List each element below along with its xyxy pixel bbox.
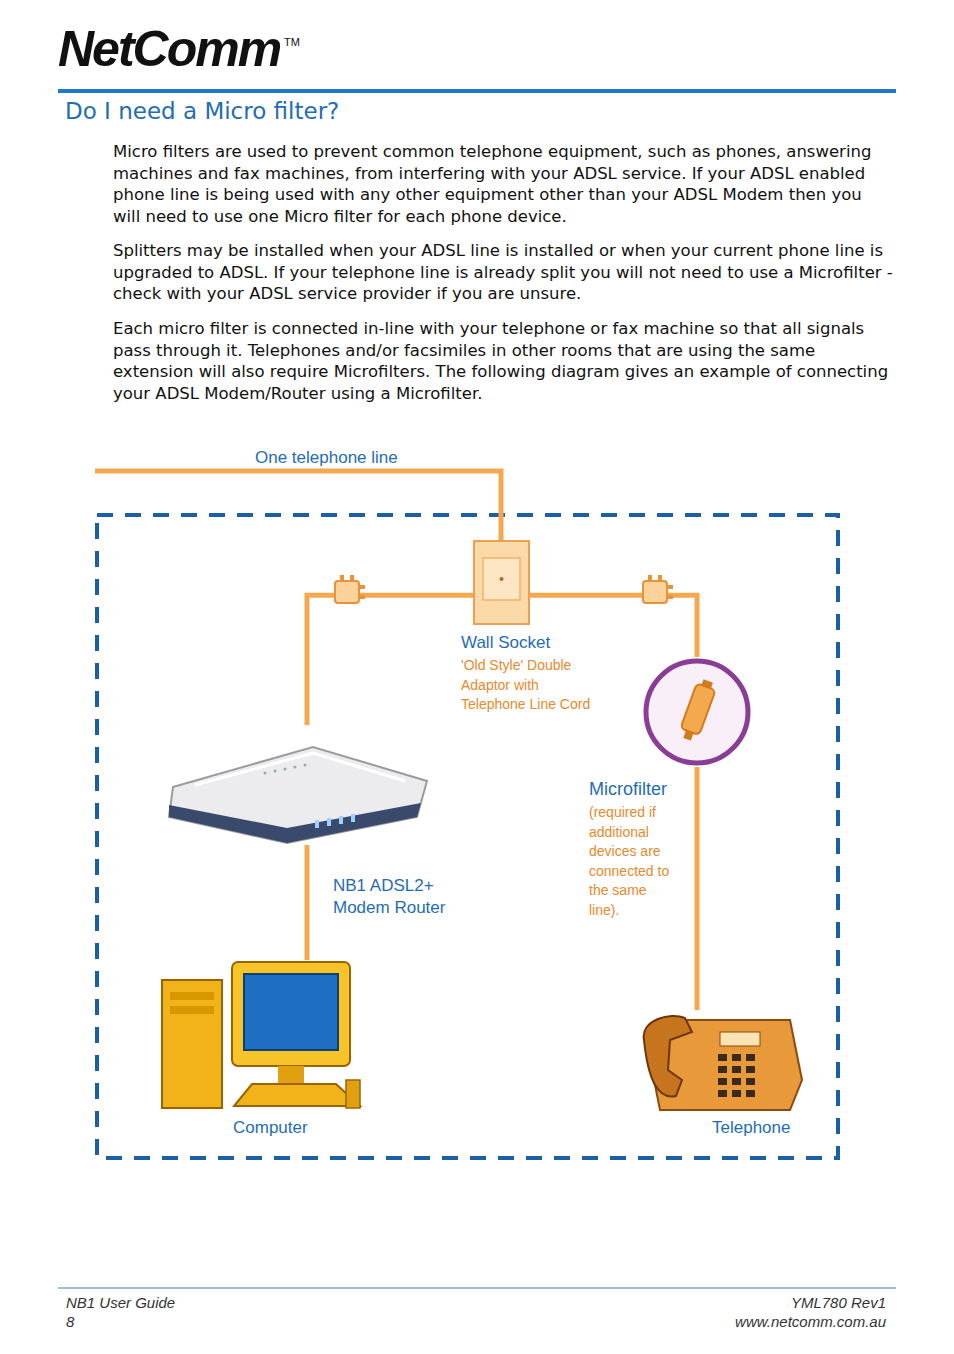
wall-socket: Wall Socket'Old Style' Double Adaptor wi… <box>473 540 530 625</box>
telephone: Telephone <box>640 1010 805 1112</box>
brand-logo: NetComm <box>58 20 280 78</box>
body-paragraph: Each micro filter is connected in-line w… <box>113 318 893 404</box>
node-note: 'Old Style' Double Adaptor with Telephon… <box>461 656 599 715</box>
telephone-picture <box>640 1010 805 1112</box>
computer-picture <box>160 960 365 1112</box>
microfilter-callout: Microfilter(required if additional devic… <box>642 657 752 767</box>
body-paragraph: Splitters may be installed when your ADS… <box>113 240 893 305</box>
modem-router: NB1 ADSL2+ Modem Router <box>165 725 430 845</box>
node-heading: NB1 ADSL2+ Modem Router <box>333 875 468 919</box>
trademark-mark: TM <box>284 36 300 48</box>
modem-router-picture <box>165 725 430 845</box>
wall-socket-picture <box>473 540 530 625</box>
plug-icon <box>335 575 365 603</box>
footer-url: www.netcomm.com.au <box>735 1313 886 1330</box>
phone-cord <box>530 595 697 657</box>
body-paragraph: Micro filters are used to prevent common… <box>113 141 893 227</box>
phone-cord <box>307 595 473 725</box>
phone-cord <box>695 767 700 1010</box>
line-label: One telephone line <box>253 448 400 468</box>
microfilter-callout-picture <box>642 657 752 767</box>
phone-cord <box>305 845 310 960</box>
node-heading: Microfilter <box>589 779 667 800</box>
node-heading: Wall Socket <box>461 633 550 653</box>
node-note: (required if additional devices are conn… <box>589 803 679 921</box>
node-heading: Computer <box>233 1118 308 1138</box>
footer-rule <box>58 1287 896 1288</box>
computer: Computer <box>160 960 365 1112</box>
page-number: 8 <box>66 1313 74 1330</box>
premises-boundary <box>97 515 838 1158</box>
footer-text: YML780 Rev1 <box>791 1294 886 1311</box>
footer-text: NB1 User Guide <box>66 1294 175 1311</box>
telephone-line <box>95 471 501 540</box>
plug-icon <box>643 575 673 603</box>
page-heading: Do I need a Micro filter? <box>65 98 339 124</box>
header-rule <box>58 89 896 93</box>
node-heading: Telephone <box>712 1118 790 1138</box>
